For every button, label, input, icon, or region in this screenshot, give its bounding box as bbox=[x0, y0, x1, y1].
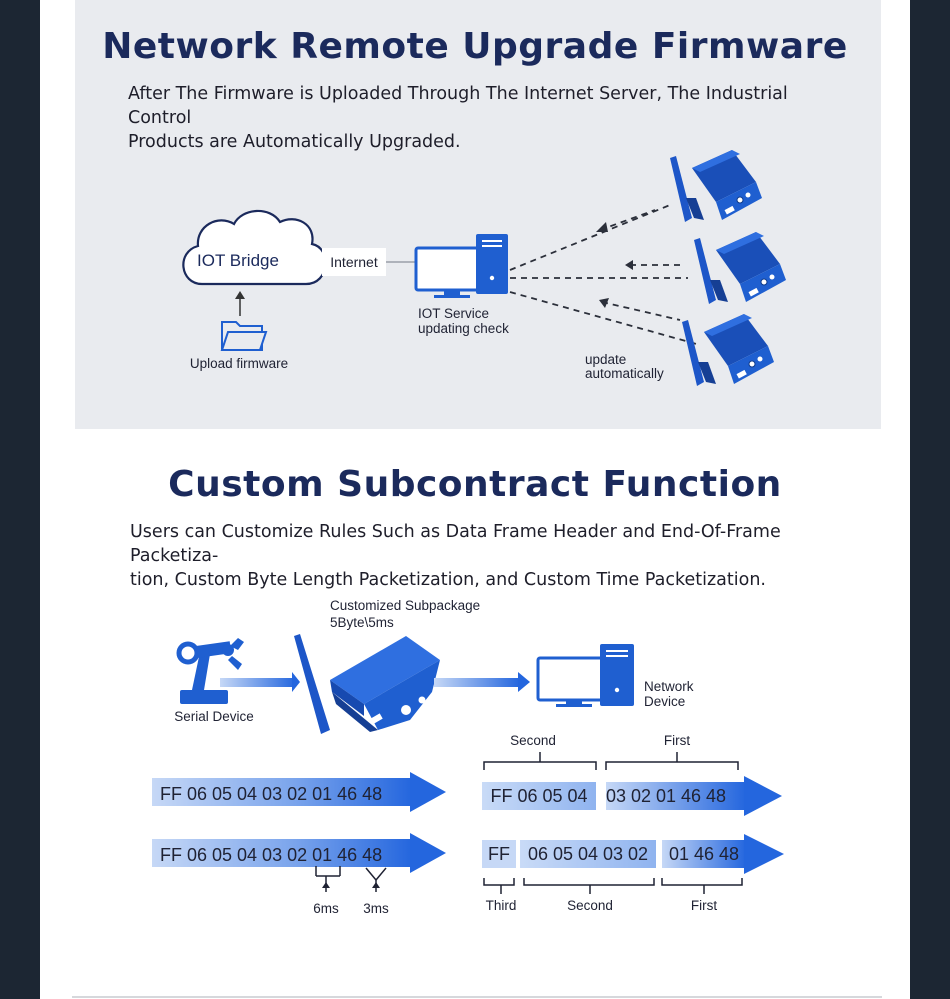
network-device-label-line2: Device bbox=[644, 694, 685, 709]
row2-third-label: Third bbox=[486, 898, 517, 913]
wireless-device-icon-1 bbox=[669, 149, 763, 223]
row1-packet-second bbox=[482, 782, 596, 810]
row1-bytes: FF 06 05 04 03 02 01 46 48 bbox=[160, 784, 382, 804]
internet-label: Internet bbox=[330, 254, 378, 270]
section2-description-line1: Users can Customize Rules Such as Data F… bbox=[130, 522, 781, 566]
byte-stream-arrow-row1 bbox=[152, 772, 446, 812]
row2-packet-first-text: 01 46 48 bbox=[669, 844, 739, 864]
update-label-line1: update bbox=[585, 352, 626, 367]
wireless-device-icon bbox=[294, 634, 440, 734]
cloud-label: IOT Bridge bbox=[197, 251, 279, 270]
row1-second-label: Second bbox=[510, 733, 556, 748]
row2-second-label: Second bbox=[567, 898, 613, 913]
gap-6ms-label: 6ms bbox=[313, 901, 339, 916]
row2-packet-third bbox=[482, 840, 516, 868]
row1-packet-first bbox=[606, 782, 746, 810]
row1-packet-first-text: 03 02 01 46 48 bbox=[606, 786, 726, 806]
upload-label: Upload firmware bbox=[190, 356, 288, 371]
section1-description-line2: Products are Automatically Upgraded. bbox=[128, 132, 461, 152]
service-label-line1: IOT Service bbox=[418, 306, 489, 321]
row2-packet-second-text: 06 05 04 03 02 bbox=[528, 844, 648, 864]
section1-title: Network Remote Upgrade Firmware bbox=[102, 26, 848, 67]
gap-3ms-label: 3ms bbox=[363, 901, 389, 916]
cloud-icon bbox=[182, 209, 327, 286]
byte-stream-arrow-row2 bbox=[152, 833, 446, 873]
section2-description: Users can Customize Rules Such as Data F… bbox=[130, 520, 850, 592]
computer-icon bbox=[414, 234, 508, 298]
section2-title: Custom Subcontract Function bbox=[168, 464, 782, 505]
row2-packet-second bbox=[520, 840, 656, 868]
section1-description: After The Firmware is Uploaded Through T… bbox=[128, 82, 848, 154]
row2-bytes: FF 06 05 04 03 02 01 46 48 bbox=[160, 845, 382, 865]
subcontract-diagram: Serial Device Customized Subpackage 5Byt… bbox=[152, 598, 784, 916]
row1-packet-second-text: FF 06 05 04 bbox=[490, 786, 587, 806]
network-computer-icon bbox=[536, 644, 634, 707]
section1-description-line1: After The Firmware is Uploaded Through T… bbox=[128, 84, 788, 128]
bottom-divider bbox=[72, 996, 882, 998]
section2-description-line2: tion, Custom Byte Length Packetization, … bbox=[130, 570, 766, 590]
wireless-device-icon-2 bbox=[693, 231, 787, 305]
folder-icon bbox=[220, 321, 268, 351]
subpackage-label-line1: Customized Subpackage bbox=[330, 598, 480, 613]
subpackage-label-line2: 5Byte\5ms bbox=[330, 615, 394, 630]
row2-first-label: First bbox=[691, 898, 717, 913]
internet-box bbox=[322, 248, 386, 276]
update-label-line2: automatically bbox=[585, 366, 664, 381]
network-device-label-line1: Network bbox=[644, 679, 694, 694]
wireless-device-icon-3 bbox=[681, 313, 775, 387]
page: Network Remote Upgrade Firmware After Th… bbox=[40, 0, 910, 999]
row2-packet-first bbox=[662, 840, 746, 868]
row2-packet-third-text: FF bbox=[488, 844, 510, 864]
serial-device-label: Serial Device bbox=[174, 709, 254, 724]
row1-first-label: First bbox=[664, 733, 690, 748]
service-label-line2: updating check bbox=[418, 321, 509, 336]
robot-arm-icon bbox=[176, 638, 244, 704]
firmware-diagram: IOT Bridge Internet Upload firmware IOT … bbox=[182, 149, 787, 387]
